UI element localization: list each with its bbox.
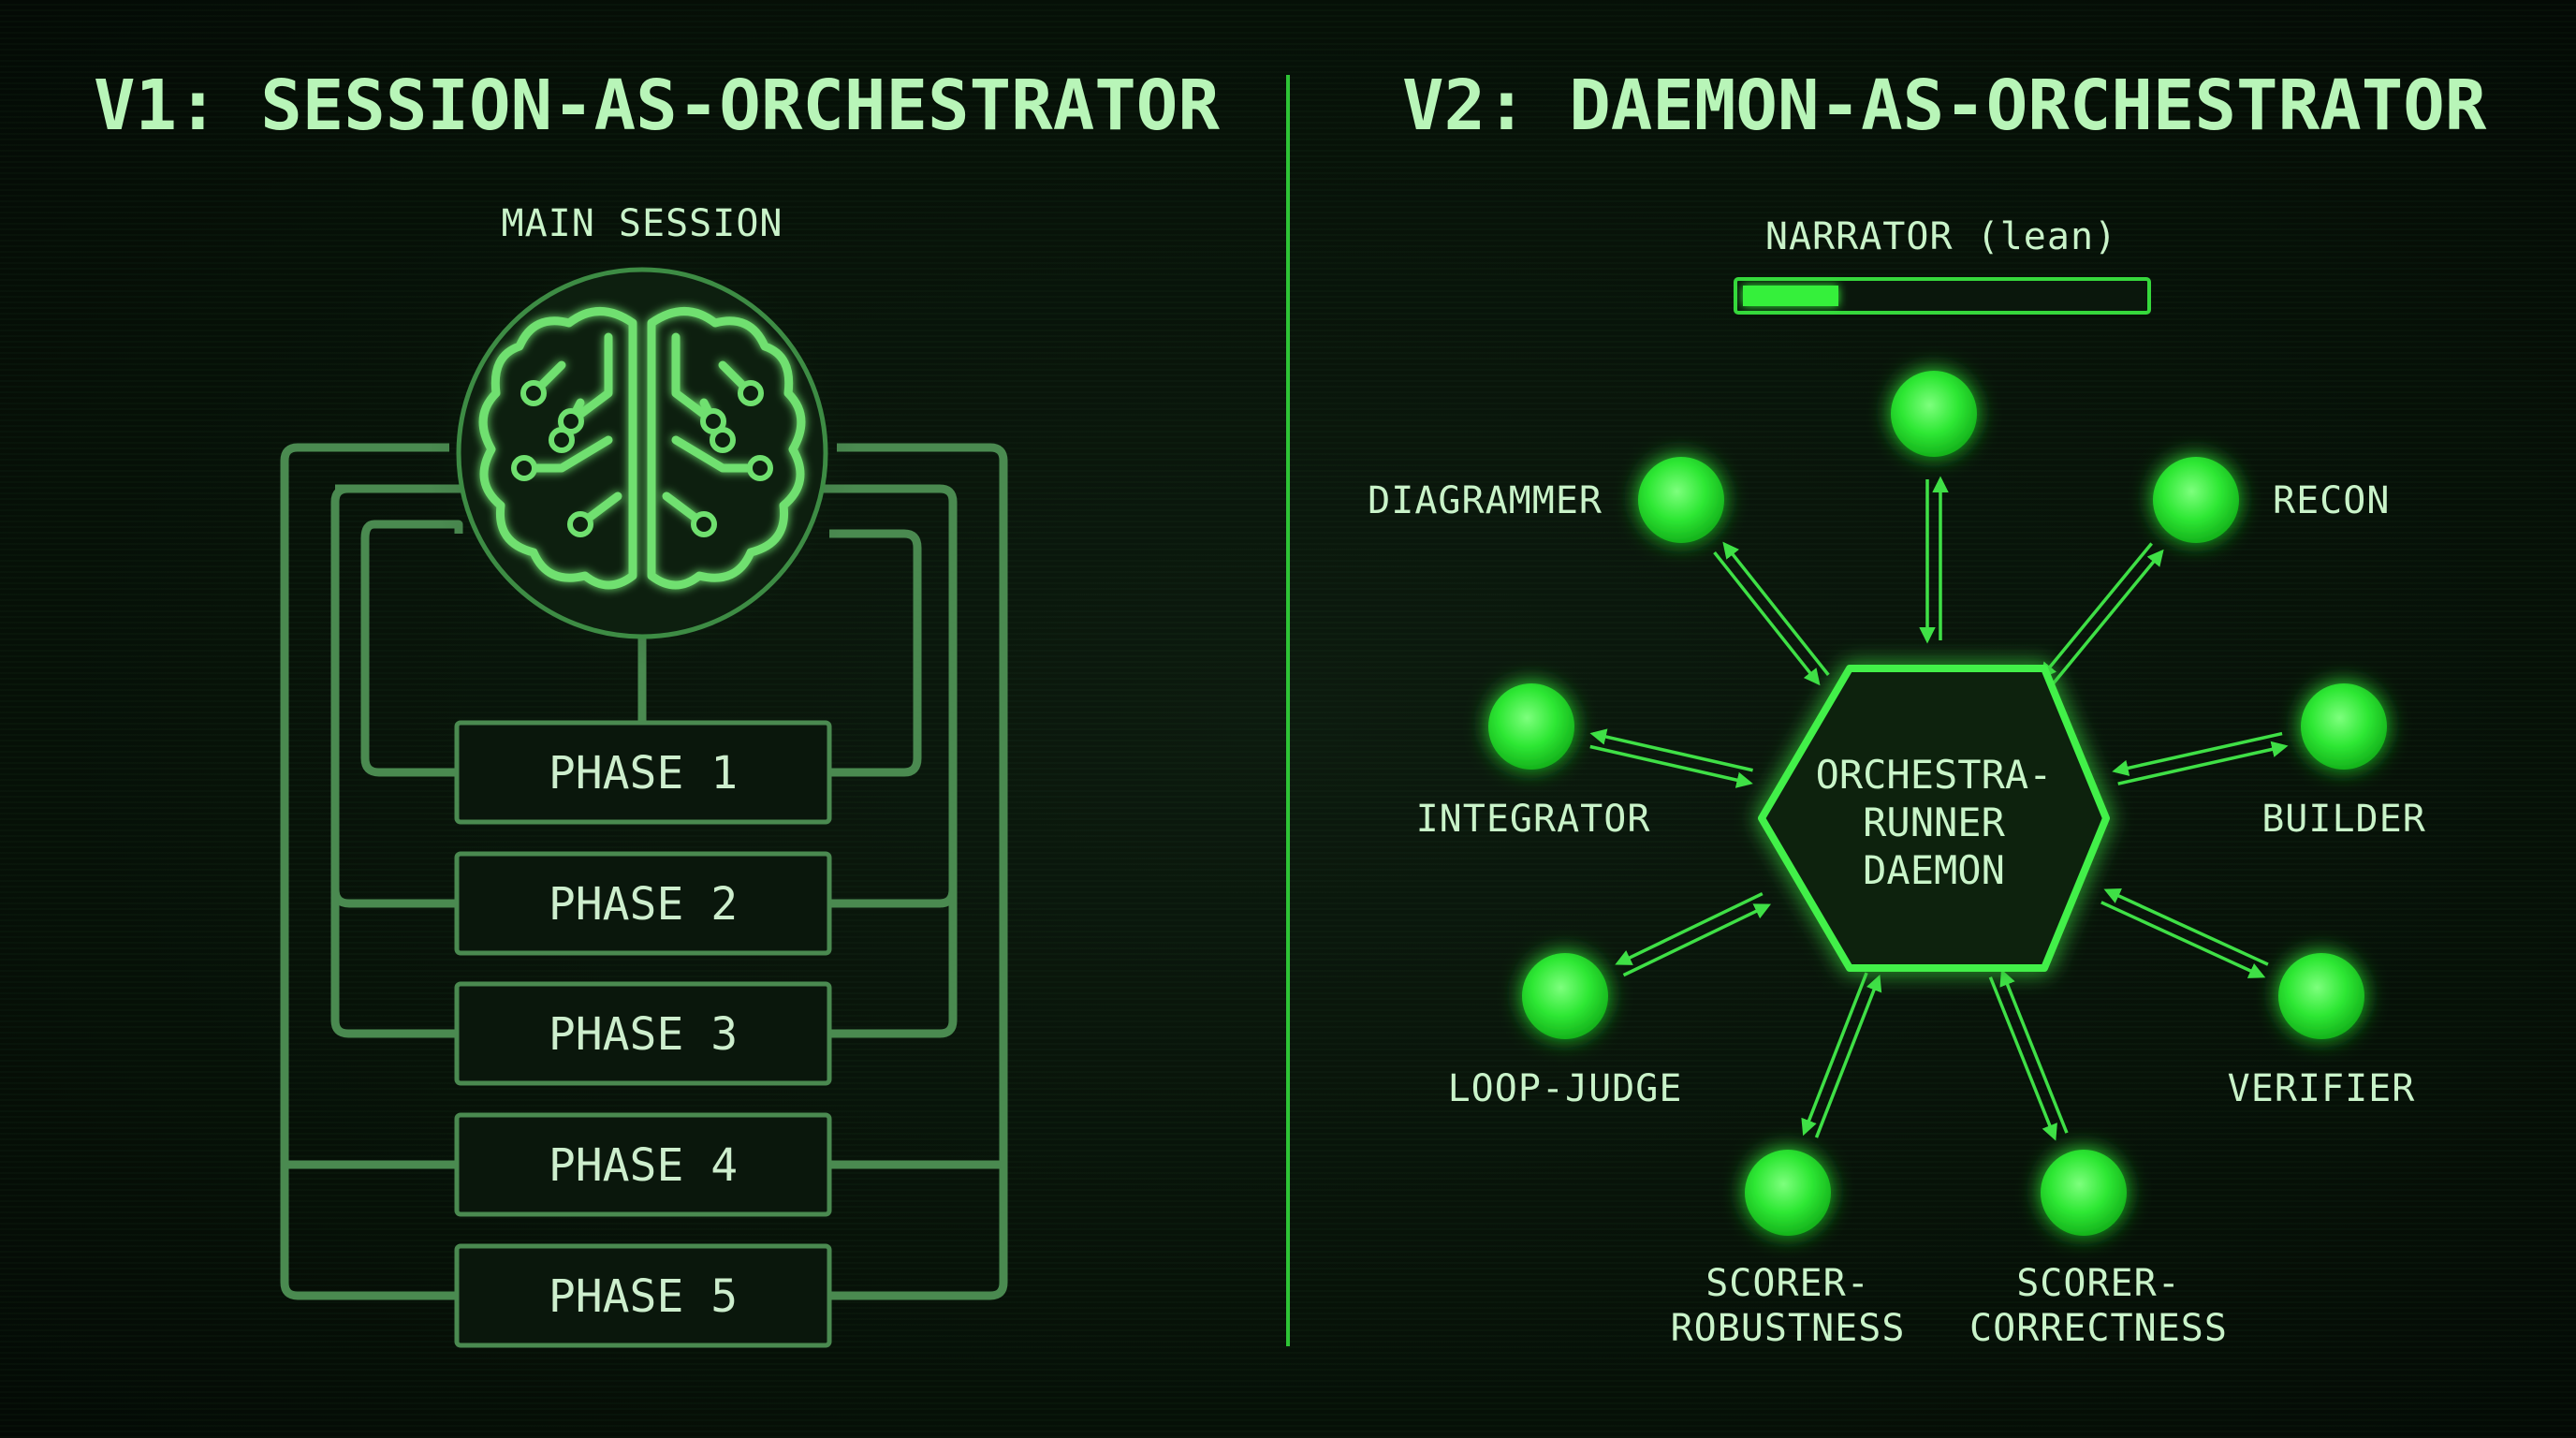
orchestra-runner-hub [1758,665,2110,972]
agent-node-integrator [1488,683,1574,770]
arrow-to-node-verifier [2100,901,2266,978]
connector-phase-2-left [330,484,468,908]
arrow-to-hub-diagrammer [1713,550,1821,686]
connector-phase-1-right [829,529,922,777]
agent-node-diagrammer [1638,457,1724,543]
brain-node [427,238,857,668]
connector-phase-1-left [360,520,463,777]
agent-label-scorer-correctness-1: SCORER- [2016,1262,2181,1305]
phase-label: PHASE 5 [549,1270,738,1323]
phase-box-1: PHASE 1 [454,720,832,825]
connector-phase-2-right [818,484,958,908]
arrow-to-node-scorer-robustness [1801,972,1868,1137]
agent-node-scorer-correctness [2041,1150,2127,1236]
connector-phase-5-right [829,443,1008,1300]
agent-label-scorer-robustness-1: SCORER- [1705,1262,1870,1305]
agent-label-builder: BUILDER [2261,798,2426,841]
narrator-label: NARRATOR (lean) [1765,215,2117,258]
narrator-bar-track [1734,277,2151,315]
brain-circuit-nodes [511,380,773,537]
phase-box-4: PHASE 4 [454,1112,832,1217]
agent-label-verifier: VERIFIER [2228,1067,2416,1110]
connector-phase-5-left [280,443,457,1300]
agent-nodes [1488,371,2387,1236]
agent-label-loop-judge: LOOP-JUDGE [1448,1067,1683,1110]
arrow-to-node-loop-judge [1615,891,1764,965]
phase-connectors [280,443,1008,1300]
agent-label-scorer-correctness-2: CORRECTNESS [1969,1307,2228,1350]
phase-label: PHASE 3 [549,1008,738,1061]
hub-arrows [1589,476,2289,1141]
arrow-to-hub-integrator [1589,744,1753,788]
phase-label: PHASE 1 [549,747,738,800]
arrow-to-node-diagrammer [1722,541,1830,676]
phase-boxes: PHASE 1 PHASE 2 PHASE 3 PHASE 4 PHASE 5 [454,720,832,1348]
agent-node-scorer-robustness [1745,1150,1831,1236]
agent-label-diagrammer: DIAGRAMMER [1368,479,1603,522]
arrow-to-node-integrator [1589,728,1753,772]
agent-label-integrator: INTEGRATOR [1416,798,1651,841]
connector-phase-3-right [829,889,958,1038]
arrow-to-node-recon [2050,549,2164,686]
phase-label: PHASE 4 [549,1139,738,1192]
agent-node-builder [2301,683,2387,770]
connector-phase-3-left [330,889,457,1038]
arrow-to-hub-scorer-correctness [1999,969,2069,1134]
phase-label: PHASE 2 [549,878,738,931]
phase-box-3: PHASE 3 [454,981,832,1086]
agent-node-top [1891,371,1977,457]
hub-line-2: RUNNER [1863,800,2005,845]
agent-label-recon: RECON [2273,479,2390,522]
narrator-bar [1734,277,2151,315]
agent-label-scorer-robustness-2: ROBUSTNESS [1671,1307,1906,1350]
arrow-to-node-builder [2117,741,2289,785]
agent-node-loop-judge [1522,953,1608,1039]
arrow-to-hub-verifier [2103,888,2269,966]
arrow-to-node-scorer-correctness [1988,976,2057,1141]
hub-line-1: ORCHESTRA- [1816,752,2053,798]
narrator-bar-fill [1743,286,1838,306]
agent-node-verifier [2278,953,2364,1039]
arrow-to-hub-recon [2040,542,2153,680]
arrow-to-hub-loop-judge [1622,903,1772,977]
v2-title: V2: DAEMON-AS-ORCHESTRATOR [1402,66,2487,146]
phase-box-2: PHASE 2 [454,851,832,956]
phase-box-5: PHASE 5 [454,1243,832,1348]
agent-node-recon [2153,457,2239,543]
arrow-to-hub-scorer-robustness [1814,974,1882,1138]
arrow-to-hub-builder [2112,731,2283,776]
v1-title: V1: SESSION-AS-ORCHESTRATOR [94,66,1220,146]
hub-line-3: DAEMON [1863,847,2005,893]
